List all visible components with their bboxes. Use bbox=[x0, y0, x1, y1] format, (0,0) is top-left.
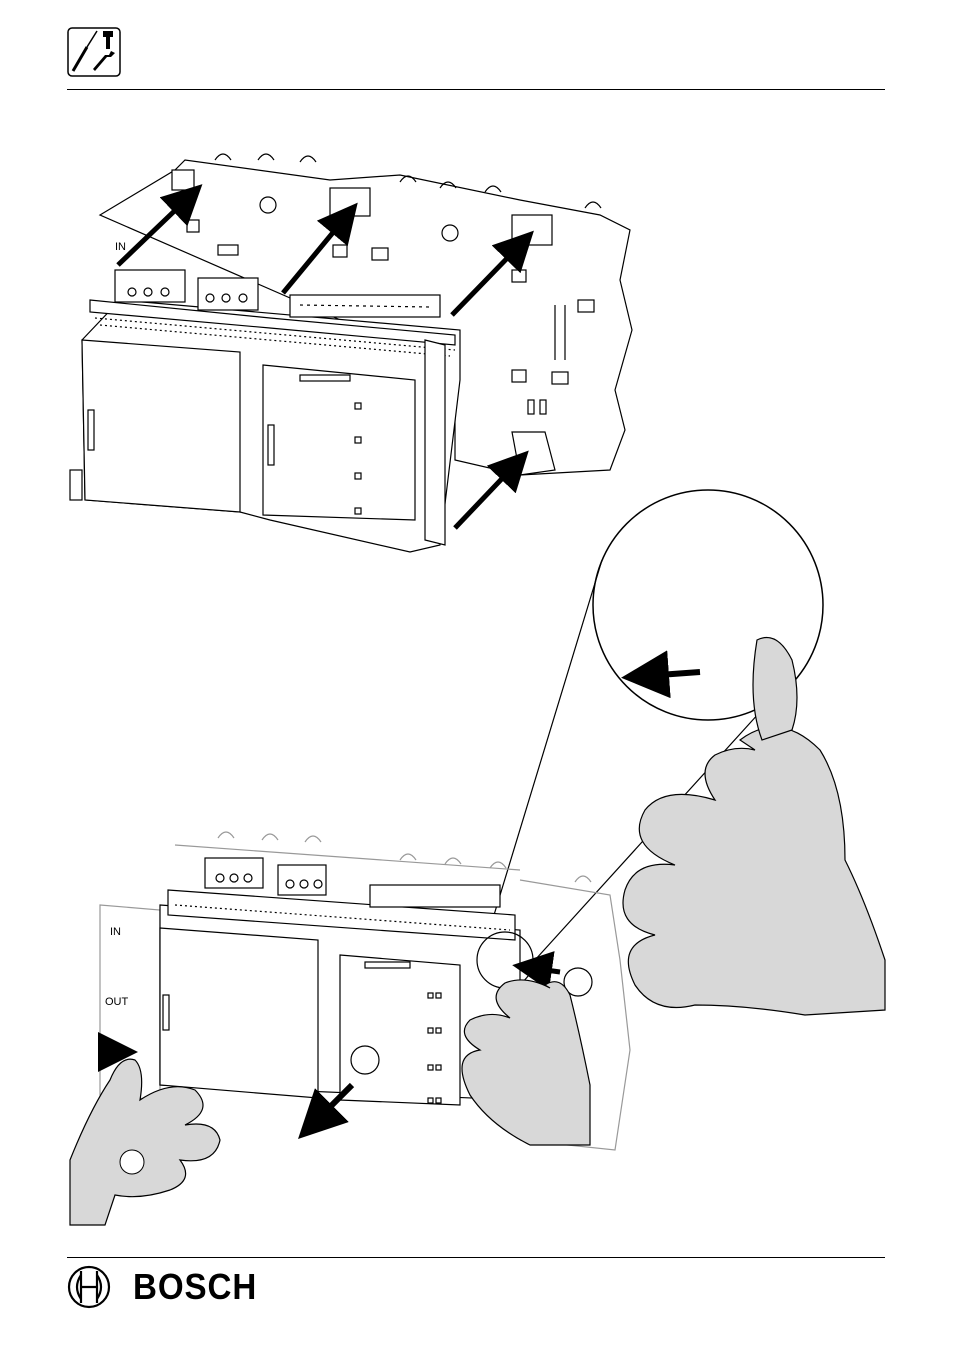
in-label-bottom: IN bbox=[110, 926, 121, 938]
brand-footer: BOSCH bbox=[67, 1267, 268, 1307]
out-label: OUT bbox=[105, 996, 129, 1008]
hand-illustration-right bbox=[623, 727, 885, 1015]
brand-name: BOSCH bbox=[133, 1266, 257, 1308]
footer-rule bbox=[67, 1257, 885, 1258]
in-label-top: IN bbox=[115, 241, 126, 253]
bosch-armature-icon bbox=[67, 1265, 111, 1309]
top-mounting-drawing: IN bbox=[70, 154, 632, 552]
